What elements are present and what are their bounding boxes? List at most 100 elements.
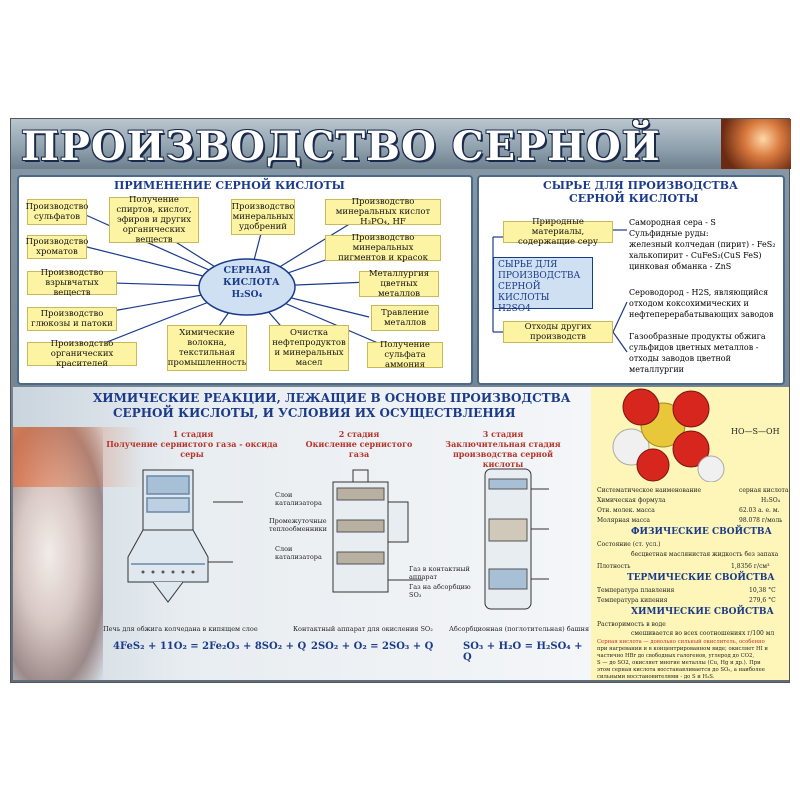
raw-waste: Отходы других производств xyxy=(503,321,613,343)
phys-state-label: Состояние (ст. усл.) xyxy=(597,541,661,548)
contact-label-2: Промежуточные теплообменники xyxy=(269,517,327,533)
reactions-heading-2: СЕРНОЙ КИСЛОТЫ, И УСЛОВИЯ ИХ ОСУЩЕСТВЛЕН… xyxy=(113,406,516,420)
waste2-4: металлургии xyxy=(629,365,684,374)
chem-text-3: частично HBr до свободных галогенов, угл… xyxy=(597,653,755,659)
natural-4: халькопирит - CuFeS₂(CuS FeS) xyxy=(629,251,762,260)
raw-center-box: СЫРЬЕ ДЛЯ ПРОИЗВОДСТВА СЕРНОЙ КИСЛОТЫ H2… xyxy=(493,257,593,314)
natural-2: Сульфидные руды: xyxy=(629,229,709,238)
raw-natural: Природные материалы, содержащие серу xyxy=(503,217,613,247)
chem-text-1: Серная кислота — довольно сильный окисли… xyxy=(597,639,765,645)
furnace-diagram xyxy=(127,469,243,603)
therm-melt-value: 10,38 °С xyxy=(749,587,776,594)
stage3-title: 3 стадия xyxy=(482,429,524,439)
prop-mass-label: Отн. молек. масса xyxy=(597,507,655,514)
item-etching: Травление металлов xyxy=(371,305,439,331)
natural-3: железный колчедан (пирит) - FeS₂ xyxy=(629,240,776,249)
stage3-sub2: производства серной кислоты xyxy=(452,449,554,469)
item-pigments: Производство минеральных пигментов и кра… xyxy=(325,233,441,263)
chem-text-5: этом серная кислота восстанавливается до… xyxy=(597,667,765,673)
item-ethers: Получение спиртов, кислот, эфиров и друг… xyxy=(109,195,199,245)
waste2-2: сульфидов цветных металлов - xyxy=(629,343,759,352)
center-line1: СЕРНАЯ xyxy=(223,265,271,276)
absorber-diagram xyxy=(484,468,549,610)
contact-label-4: Газ в контактный аппарат xyxy=(409,565,470,581)
chem-solubility-label: Растворимость в воде xyxy=(597,621,666,628)
prop-molar-label: Молярная масса xyxy=(597,517,651,524)
waste2-1: Газообразные продукты обжига xyxy=(629,332,766,341)
flame-image xyxy=(721,119,791,169)
item-explosives: Производство взрывчатых веществ xyxy=(27,268,117,298)
chem-text-2: при нагревании и в концентрированном вид… xyxy=(597,646,768,652)
waste1-3: нефтеперерабатывающих заводов xyxy=(629,310,774,319)
chem-text-6: сильными восстановителями - до S и H₂S. xyxy=(597,674,715,680)
item-mineral-acids: Производство минеральных кислот H₃PO₄, H… xyxy=(325,197,441,227)
item-dyes: Производство органических красителей xyxy=(27,339,137,369)
reactions-panel: ХИМИЧЕСКИЕ РЕАКЦИИ, ЛЕЖАЩИЕ В ОСНОВЕ ПРО… xyxy=(13,387,591,680)
equation-3: SO₃ + H₂O = H₂SO₄ + Q xyxy=(463,641,583,663)
center-line2: КИСЛОТА xyxy=(223,277,280,288)
stage1-title: 1 стадия xyxy=(172,429,214,439)
therm-boil-value: 279,6 °С xyxy=(749,597,776,604)
item-glucose: Производство глюкозы и патоки xyxy=(27,307,117,331)
equation-2: 2SO₂ + O₂ = 2SO₃ + Q xyxy=(311,641,434,652)
therm-boil-label: Температура кипения xyxy=(597,597,668,604)
contact-apparatus-diagram xyxy=(332,469,423,593)
raw-center-2: ПРОИЗВОДСТВА xyxy=(498,271,581,281)
structural-formula: HO—S—OH xyxy=(731,427,780,436)
raw-center-4: H2SO4 xyxy=(498,304,531,314)
poster: ПРОИЗВОДСТВО СЕРНОЙ КИСЛОТЫ ПРИМЕНЕНИЕ С… xyxy=(10,118,791,683)
caption-absorber: Абсорбционная (поглотительная) башня xyxy=(449,625,590,633)
caption-furnace: Печь для обжига колчедана в кипящем слое xyxy=(103,625,258,633)
properties-panel: HO—S—OH Систематическое наименование сер… xyxy=(591,387,789,680)
stage1-sub: Получение сернистого газа - оксида серы xyxy=(106,439,278,459)
reactions-heading-1: ХИМИЧЕСКИЕ РЕАКЦИИ, ЛЕЖАЩИЕ В ОСНОВЕ ПРО… xyxy=(93,391,571,405)
phys-density-value: 1,8356 г/см³ xyxy=(731,563,770,570)
prop-name-value: серная кислота xyxy=(739,487,789,494)
prop-mass-value: 62.03 а. е. м. xyxy=(739,507,780,514)
raw-heading-1: СЫРЬЕ ДЛЯ ПРОИЗВОДСТВА xyxy=(543,179,738,192)
item-oil: Очистка нефтепродуктов и минеральных мас… xyxy=(269,325,349,371)
center-line3: H₂SO₄ xyxy=(231,290,263,300)
phys-density-label: Плотность xyxy=(597,563,631,570)
stage2-title: 2 стадия xyxy=(338,429,380,439)
contact-label-1: Слои катализатора xyxy=(275,491,322,507)
item-metallurgy: Металлургия цветных металлов xyxy=(359,269,439,299)
waste1-1: Сероводород - H2S, являющийся xyxy=(629,288,769,297)
chem-solubility-value: смешивается во всех соотношениях г/100 м… xyxy=(631,630,775,637)
phys-state-value: бесцветная маслянистая жидкость без запа… xyxy=(631,551,779,558)
application-panel: ПРИМЕНЕНИЕ СЕРНОЙ КИСЛОТЫ СЕРНАЯ К xyxy=(17,175,473,385)
contact-label-5: Газ на абсорбцию SO₃ xyxy=(409,583,471,599)
poster-title: ПРОИЗВОДСТВО СЕРНОЙ КИСЛОТЫ xyxy=(21,123,661,169)
waste1-2: отходом коксохимических и xyxy=(629,299,749,308)
raw-center-1: СЫРЬЕ ДЛЯ xyxy=(498,260,558,270)
raw-center-3: СЕРНОЙ КИСЛОТЫ xyxy=(498,282,550,303)
item-chromates: Производство хроматов xyxy=(25,235,89,259)
natural-1: Самородная сера - S xyxy=(629,218,716,227)
orange-glow xyxy=(13,427,143,487)
application-heading: ПРИМЕНЕНИЕ СЕРНОЙ КИСЛОТЫ xyxy=(114,179,345,192)
contact-label-3: Слои катализатора xyxy=(275,545,322,561)
stage3-sub1: Заключительная стадия xyxy=(445,439,561,449)
prop-formula-value: H₂SO₄ xyxy=(761,497,781,504)
raw-panel: СЫРЬЕ ДЛЯ ПРОИЗВОДСТВА СЕРНОЙ КИСЛОТЫ Пр… xyxy=(477,175,785,385)
prop-name-label: Систематическое наименование xyxy=(597,487,701,494)
phys-heading: ФИЗИЧЕСКИЕ СВОЙСТВА xyxy=(631,527,772,537)
therm-heading: ТЕРМИЧЕСКИЕ СВОЙСТВА xyxy=(627,573,775,583)
waste2-3: отходы заводов цветной xyxy=(629,354,731,363)
poster-title-bar: ПРОИЗВОДСТВО СЕРНОЙ КИСЛОТЫ xyxy=(11,119,791,169)
chem-text-4: S — до SO2, окисляет многие металлы (Cu,… xyxy=(597,660,761,666)
molecule-model xyxy=(612,388,725,482)
item-mineral-fert: Производство минеральных удобрений xyxy=(231,199,295,235)
prop-molar-value: 98.078 г/моль xyxy=(739,517,783,524)
natural-5: цинковая обманка - ZnS xyxy=(629,262,732,271)
prop-formula-label: Химическая формула xyxy=(597,497,666,504)
equation-1: 4FeS₂ + 11O₂ = 2Fe₂O₃ + 8SO₂ + Q xyxy=(113,641,307,652)
stage2-sub: Окисление сернистого газа xyxy=(305,439,413,459)
raw-connectors xyxy=(492,229,628,353)
item-sulfates: Производство сульфатов xyxy=(26,199,88,225)
item-ammonium: Получение сульфата аммония xyxy=(367,340,443,370)
chem-heading: ХИМИЧЕСКИЕ СВОЙСТВА xyxy=(631,607,774,617)
therm-melt-label: Температура плавления xyxy=(597,587,675,594)
raw-heading-2: СЕРНОЙ КИСЛОТЫ xyxy=(569,192,699,205)
item-fibers: Химические волокна, текстильная промышле… xyxy=(167,325,247,371)
